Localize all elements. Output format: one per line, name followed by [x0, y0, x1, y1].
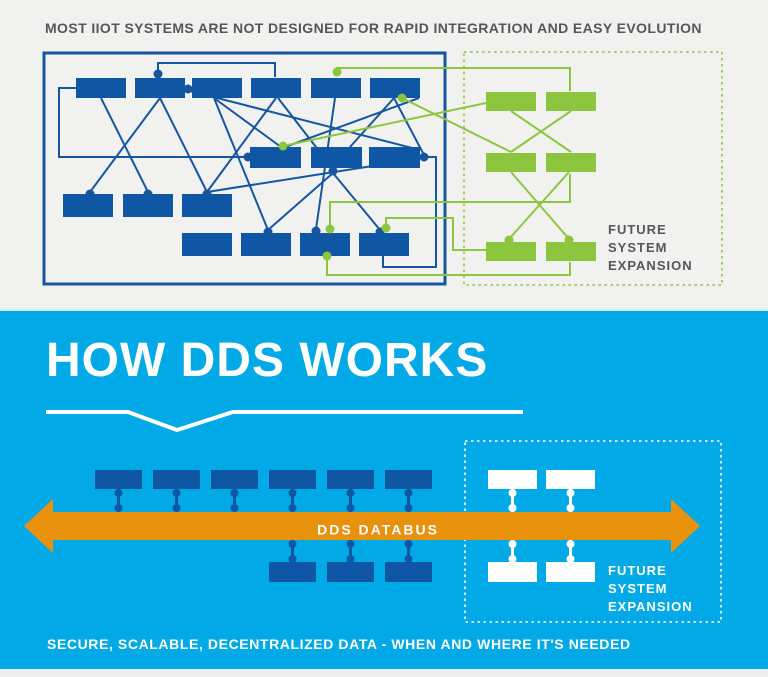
- node-stems-above: [117, 489, 410, 508]
- dds-node: [385, 470, 432, 489]
- legacy-node: [311, 78, 361, 98]
- dds-node: [153, 470, 200, 489]
- legacy-node: [182, 194, 232, 217]
- future-node: [546, 153, 596, 172]
- dds-databus-diagram: DDS DATABUS: [24, 410, 722, 623]
- dds-node: [269, 470, 316, 489]
- future-label-line: SYSTEM: [608, 581, 667, 596]
- legacy-node: [311, 147, 362, 168]
- dds-node: [327, 562, 374, 582]
- future-expansion-border: [463, 51, 723, 286]
- legacy-node: [370, 78, 420, 98]
- top-section-title: MOST IIOT SYSTEMS ARE NOT DESIGNED FOR R…: [45, 20, 702, 36]
- future-node: [486, 92, 536, 111]
- bottom-edge-strip: [0, 669, 768, 675]
- legacy-iiot-section: MOST IIOT SYSTEMS ARE NOT DESIGNED FOR R…: [0, 0, 768, 309]
- databus-arrow: [24, 499, 700, 553]
- legacy-node: [63, 194, 113, 217]
- future-node: [488, 470, 537, 489]
- dds-node: [385, 562, 432, 582]
- legacy-node: [369, 147, 420, 168]
- how-dds-works-section: HOW DDS WORKS DDS DATABUS: [0, 309, 768, 675]
- dds-node: [211, 470, 258, 489]
- legacy-node: [192, 78, 242, 98]
- future-node: [546, 242, 596, 261]
- future-link-lines: [282, 67, 572, 276]
- future-expansion-label-bottom: FUTURE SYSTEM EXPANSION: [608, 563, 693, 614]
- heading-chevron-underline: [46, 410, 523, 433]
- legacy-mesh-diagram: FUTURE SYSTEM EXPANSION: [42, 51, 723, 286]
- future-node: [488, 562, 537, 582]
- legacy-node: [76, 78, 126, 98]
- dds-nodes-below: [269, 562, 432, 582]
- legacy-node: [182, 233, 232, 256]
- legacy-node: [251, 78, 301, 98]
- legacy-system-border: [42, 51, 447, 286]
- legacy-node: [359, 233, 409, 256]
- future-node: [546, 470, 595, 489]
- future-node: [546, 92, 596, 111]
- legacy-connector-dots: [85, 69, 429, 237]
- future-label-line: SYSTEM: [608, 240, 667, 255]
- databus-label: DDS DATABUS: [317, 522, 439, 538]
- legacy-node: [300, 233, 350, 256]
- future-label-line: EXPANSION: [608, 599, 693, 614]
- future-label-line: FUTURE: [608, 563, 667, 578]
- future-label-line: EXPANSION: [608, 258, 693, 273]
- dds-connector-dots: [114, 489, 413, 563]
- future-node: [486, 242, 536, 261]
- future-node: [486, 153, 536, 172]
- legacy-connection-lines: [58, 62, 437, 268]
- future-label-line: FUTURE: [608, 222, 667, 237]
- future-nodes: [486, 92, 596, 261]
- legacy-node: [123, 194, 173, 217]
- legacy-nodes: [63, 78, 420, 256]
- dds-nodes-above: [95, 470, 432, 489]
- dds-node: [269, 562, 316, 582]
- legacy-node: [250, 147, 301, 168]
- section-heading: HOW DDS WORKS: [46, 334, 489, 387]
- section-tagline: SECURE, SCALABLE, DECENTRALIZED DATA - W…: [47, 636, 631, 652]
- future-expansion-label-top: FUTURE SYSTEM EXPANSION: [608, 222, 693, 273]
- future-expansion-border-bottom: [464, 440, 722, 623]
- dds-node: [95, 470, 142, 489]
- legacy-node: [135, 78, 185, 98]
- dds-node: [327, 470, 374, 489]
- future-nodes-bottom: [488, 470, 595, 582]
- future-node: [546, 562, 595, 582]
- legacy-node: [241, 233, 291, 256]
